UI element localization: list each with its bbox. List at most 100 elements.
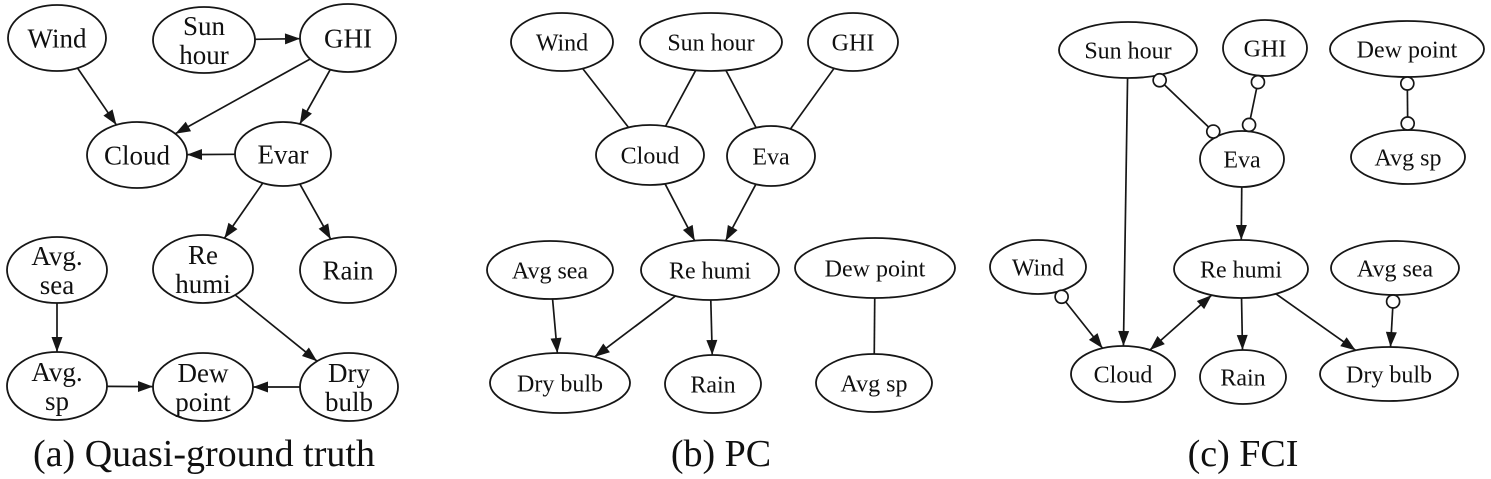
node-label: Avg sea	[512, 258, 589, 284]
edge-line	[664, 69, 697, 127]
node-wind: Wind	[7, 4, 107, 72]
node-eva: Eva	[1199, 130, 1285, 188]
node-label: Sun hour	[1084, 38, 1171, 64]
arrowhead	[706, 339, 718, 356]
edge-dry_bulb-dew_point	[253, 381, 300, 393]
node-ellipse	[1199, 349, 1287, 405]
node-label-line: Re	[188, 240, 218, 270]
node-label: Re humi	[669, 258, 751, 284]
node-ellipse	[1070, 345, 1176, 403]
circle-endmark	[1152, 72, 1168, 88]
node-label-line: Sun hour	[667, 30, 754, 56]
node-dry_bulb: Dry bulb	[489, 352, 631, 414]
node-cloud: Cloud	[595, 124, 705, 186]
edge-re_humi-dry_bulb	[234, 294, 318, 362]
node-label: GHI	[832, 30, 875, 56]
edge-cloud-re_humi	[664, 183, 696, 242]
edge-avg_sp-dew_point	[106, 381, 154, 393]
node-ellipse	[489, 352, 631, 414]
node-label: Avg sea	[1357, 256, 1434, 282]
node-ellipse	[7, 4, 107, 72]
arrowhead	[1149, 335, 1165, 351]
node-ghi: GHI	[1222, 19, 1308, 77]
node-label: Rain	[323, 255, 374, 285]
node-label: Evar	[258, 139, 309, 169]
node-ellipse	[1058, 21, 1198, 79]
caption-fci: (c) FCI	[1187, 433, 1299, 475]
edge-line	[1275, 293, 1357, 352]
edge-wind-cloud	[1054, 289, 1104, 349]
arrowhead	[301, 347, 318, 362]
node-label: Cloud	[104, 140, 171, 170]
edge-eva-re_humi	[1235, 186, 1247, 241]
node-label-line: Avg sea	[512, 258, 589, 284]
node-label: Rain	[690, 372, 735, 398]
node-label-line: Avg sp	[1375, 145, 1442, 171]
node-label: GHI	[324, 23, 372, 53]
node-label-line: Avg sp	[841, 371, 908, 397]
node-ellipse	[640, 239, 780, 301]
node-ellipse	[989, 239, 1087, 295]
circle-endmark	[1205, 124, 1221, 139]
arrowhead	[175, 121, 192, 134]
node-label: Dew point	[1357, 37, 1458, 63]
node-label-line: sp	[45, 386, 69, 416]
edge-re_humi-rain	[706, 299, 718, 356]
arrowhead	[1236, 334, 1248, 351]
node-label-line: Eva	[1223, 147, 1261, 173]
node-label-line: Dry	[328, 358, 370, 388]
node-ellipse	[152, 234, 254, 304]
node-label-line: Avg sea	[1357, 256, 1434, 282]
node-ellipse	[1222, 19, 1308, 77]
node-label-line: Rain	[323, 255, 374, 285]
edge-evar-rain	[299, 183, 332, 240]
edge-sun_hour-eva	[1152, 72, 1221, 139]
node-avg_sp: Avg.sp	[6, 351, 108, 421]
arrowhead	[1196, 295, 1212, 310]
node-label-line: Evar	[258, 139, 309, 169]
edge-line	[234, 294, 318, 362]
node-sun_hour: Sun hour	[1058, 21, 1198, 79]
edge-sun_hour-cloud	[664, 69, 697, 127]
node-cloud: Cloud	[1070, 345, 1176, 403]
node-label: Wind	[28, 23, 87, 53]
node-label-line: Sun hour	[1084, 38, 1171, 64]
caption-quasi-ground-truth: (a) Quasi-ground truth	[33, 433, 375, 475]
node-rain: Rain	[1199, 349, 1287, 405]
edge-eva-re_humi	[724, 183, 757, 242]
node-label: Avg sp	[841, 371, 908, 397]
node-wind: Wind	[989, 239, 1087, 295]
node-sun_hour: Sun hour	[639, 12, 783, 72]
circle-endmark	[1241, 117, 1257, 133]
caption-pc: (b) PC	[670, 433, 772, 475]
node-rain: Rain	[664, 354, 762, 414]
edge-line	[581, 67, 630, 128]
edge-wind-cloud	[581, 67, 630, 128]
node-label-line: Cloud	[621, 143, 680, 169]
arrowhead	[594, 343, 610, 357]
arrowhead	[284, 33, 301, 45]
node-label-line: Dew point	[1357, 37, 1458, 63]
node-label-line: point	[175, 387, 231, 417]
node-rain: Rain	[299, 236, 397, 304]
arrowhead	[550, 337, 562, 354]
node-label-line: Wind	[28, 23, 87, 53]
edge-sun_hour-eva	[725, 69, 757, 129]
node-label: Dry bulb	[1346, 362, 1432, 388]
node-label: Wind	[1012, 255, 1064, 281]
arrowhead	[103, 109, 117, 125]
edge-re_humi-rain	[1236, 297, 1248, 351]
node-label-line: Sun	[183, 11, 226, 41]
arrowhead	[318, 223, 331, 240]
arrowhead	[1385, 331, 1397, 348]
node-re_humi: Re humi	[640, 239, 780, 301]
edge-avg_sea-dry_bulb	[550, 298, 562, 354]
